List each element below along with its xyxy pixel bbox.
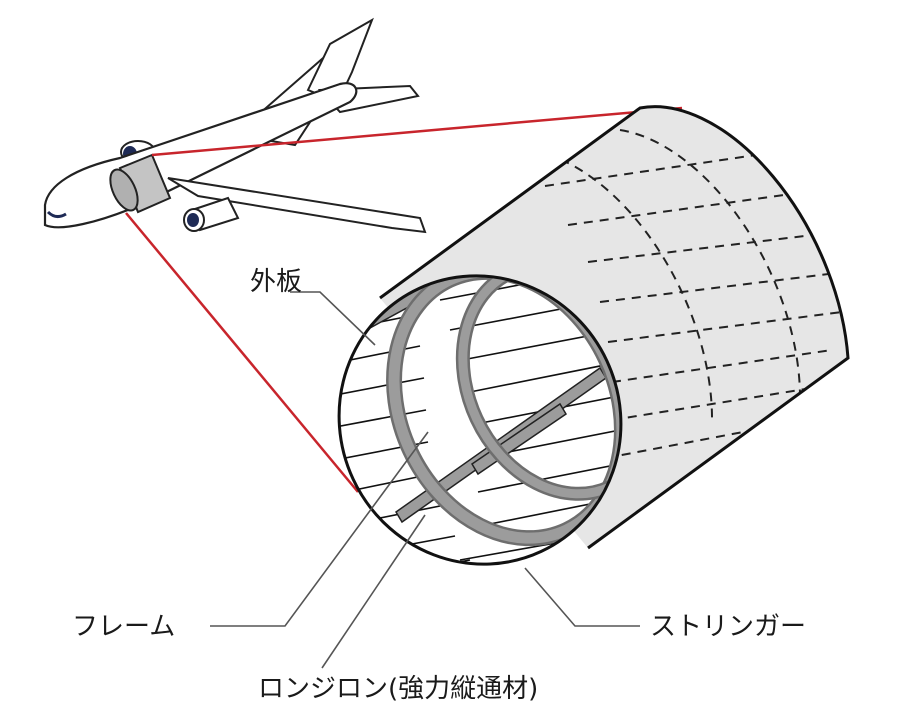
cockpit-window-icon (46, 210, 67, 219)
airplane-near-wing (167, 177, 427, 234)
frame-leader (210, 431, 429, 627)
projection-line-top (151, 106, 683, 157)
cylinder-outline (379, 105, 850, 550)
label-skin: 外板 (250, 267, 302, 297)
near-engine-icon (183, 196, 240, 232)
label-longeron: ロンジロン(強力縦通材) (258, 674, 538, 704)
longeron-leader (321, 514, 426, 669)
cylinder-front-rim (337, 274, 623, 566)
label-frame: フレーム (72, 612, 175, 642)
fuselage-cylinder (300, 105, 850, 590)
fuselage-section-highlight (109, 153, 172, 214)
leader-lines (210, 291, 640, 669)
stringer-leader (524, 567, 640, 627)
airplane (43, 17, 427, 234)
label-stringer: ストリンガー (650, 612, 806, 642)
skin-leader (290, 291, 376, 346)
projection-line-bottom (125, 212, 359, 493)
